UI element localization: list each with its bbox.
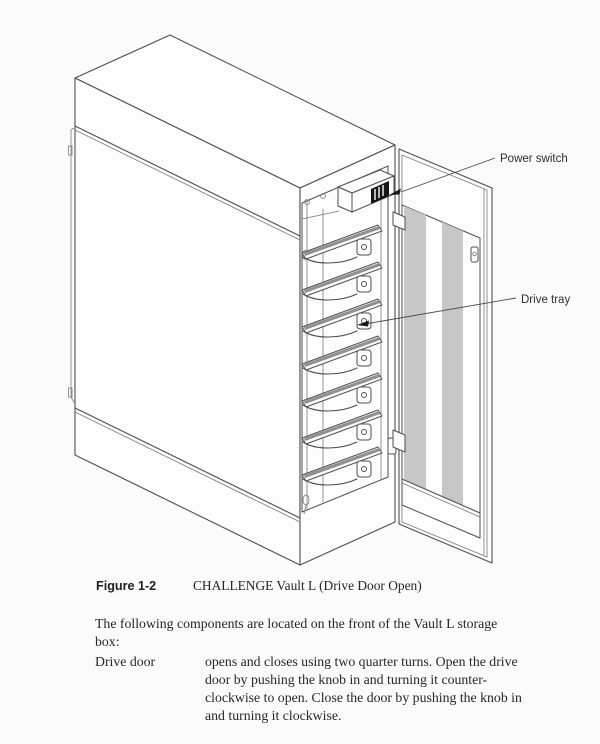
- drive-tray-label: Drive tray: [521, 294, 570, 306]
- door-stripe: [404, 206, 426, 489]
- arrowhead-icon: [357, 320, 369, 327]
- figure-caption-label: Figure 1-2: [96, 579, 157, 593]
- door-hinge-icon: [392, 429, 406, 453]
- drive-door[interactable]: [392, 148, 493, 564]
- power-switch-box: [337, 169, 395, 213]
- screw-hole-icon: [320, 193, 326, 199]
- door-hinge-icon: [392, 211, 406, 231]
- arrowhead-icon: [389, 188, 401, 195]
- door-knob-icon[interactable]: [470, 246, 479, 263]
- power-switch-label: Power switch: [500, 153, 568, 165]
- figure-illustration: Power switch Drive tray: [68, 34, 570, 566]
- intro-paragraph: The following components are located on …: [95, 616, 498, 649]
- screw-hole-icon: [304, 199, 310, 205]
- callout-power-switch: Power switch: [389, 153, 568, 195]
- definition-description: opens and closes using two quarter turns…: [205, 654, 522, 723]
- figure-caption: Figure 1-2 CHALLENGE Vault L (Drive Door …: [96, 578, 576, 594]
- callout-drive-tray: Drive tray: [357, 294, 570, 327]
- door-stripe: [442, 222, 463, 505]
- definition-term: Drive door: [95, 654, 156, 669]
- figure-caption-title: CHALLENGE Vault L (Drive Door Open): [193, 578, 422, 593]
